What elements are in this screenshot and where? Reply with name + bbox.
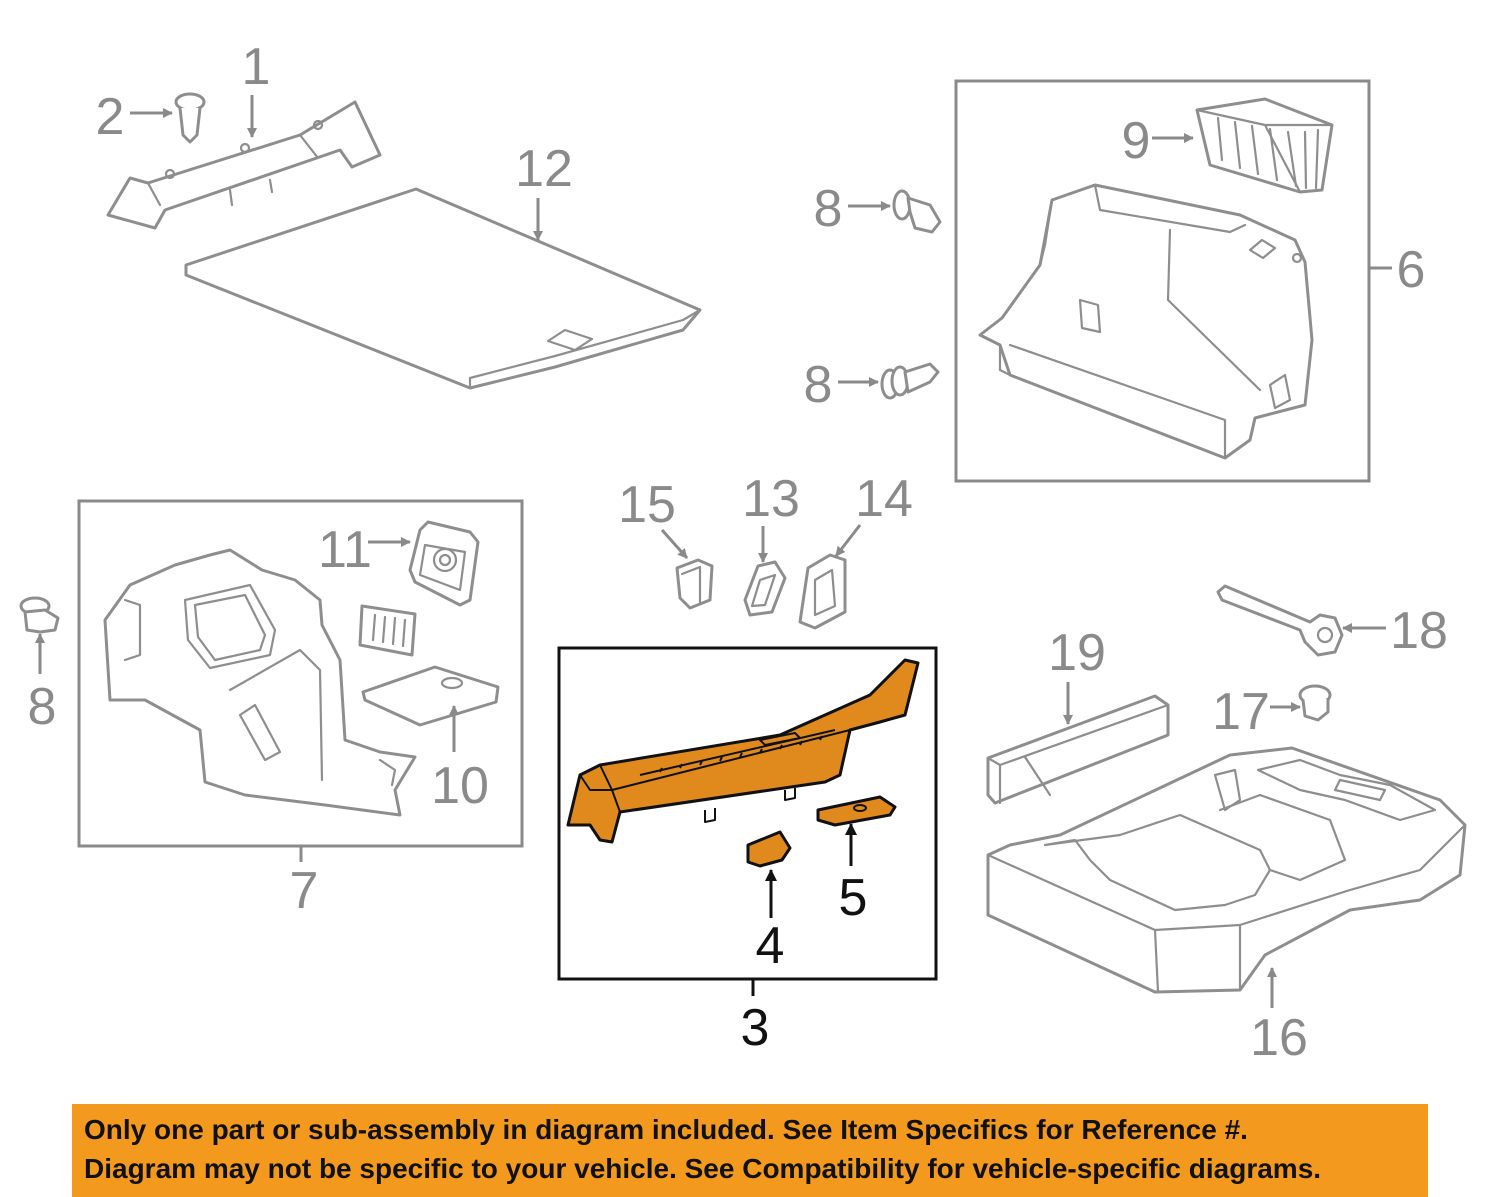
callout-8-upper: 8	[814, 180, 843, 238]
callout-17: 17	[1212, 683, 1270, 741]
callout-10: 10	[431, 757, 489, 815]
callout-4: 4	[756, 917, 785, 975]
part-8-fastener-left	[19, 596, 60, 634]
part-11-grille	[358, 604, 417, 657]
part-9-basket	[1195, 97, 1334, 194]
callout-18: 18	[1390, 602, 1448, 660]
disclaimer-line-2: Diagram may not be specific to your vehi…	[84, 1153, 1322, 1184]
part-5-clip	[816, 795, 897, 827]
part-2-push-pin	[174, 92, 206, 144]
callout-5: 5	[839, 869, 868, 927]
callout-13: 13	[742, 470, 800, 528]
part-1-bracket	[106, 100, 382, 230]
frame-part-6	[954, 79, 1371, 483]
part-10-cover	[361, 665, 500, 727]
part-11-bezel	[408, 520, 480, 607]
callout-12: 12	[515, 140, 573, 198]
callout-15: 15	[618, 476, 676, 534]
part-6-trunk-trim	[978, 183, 1314, 460]
callout-2: 2	[96, 88, 125, 146]
frame-part-3	[557, 646, 938, 981]
callout-6: 6	[1397, 241, 1426, 299]
part-4-clip	[746, 830, 792, 868]
part-12-floor-mat	[184, 187, 702, 390]
callout-3: 3	[741, 999, 770, 1057]
part-17-plug	[1298, 684, 1332, 722]
callout-8-middle: 8	[804, 356, 833, 414]
callout-19: 19	[1048, 624, 1106, 682]
disclaimer-banner: Only one part or sub-assembly in diagram…	[72, 1104, 1428, 1197]
callout-16: 16	[1250, 1009, 1308, 1067]
leader-lines	[35, 95, 1392, 1008]
part-18-wrench	[1216, 584, 1344, 657]
part-3-sill-plate	[566, 658, 920, 844]
part-19-foam-block	[986, 694, 1170, 805]
part-8-fastener-upper	[892, 189, 942, 234]
callout-7: 7	[290, 862, 319, 920]
callout-11: 11	[318, 521, 372, 579]
part-16-storage-tray	[986, 746, 1467, 994]
disclaimer-line-1: Only one part or sub-assembly in diagram…	[84, 1114, 1248, 1145]
part-8-fastener-middle	[880, 362, 940, 400]
part-13-clip	[743, 560, 787, 617]
part-7-side-trim	[103, 548, 417, 817]
callout-14: 14	[855, 470, 913, 528]
part-15-clip	[675, 558, 714, 610]
callout-9: 9	[1122, 112, 1151, 170]
callout-1: 1	[242, 38, 271, 96]
callout-8-left: 8	[28, 678, 57, 736]
part-14-clip	[798, 553, 847, 630]
